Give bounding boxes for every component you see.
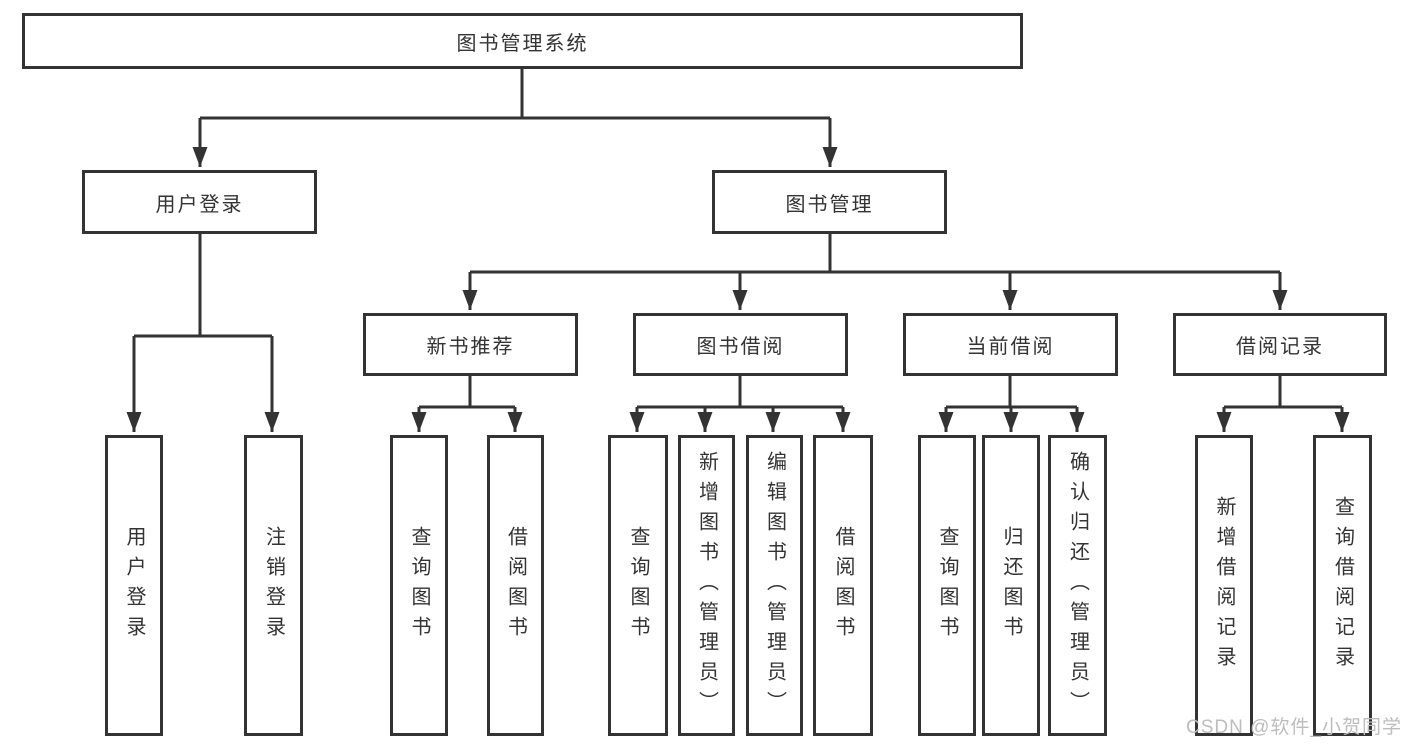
node-new-book-recommendation-label: 新书推荐	[426, 336, 515, 358]
leaf-confirm-return-admin: 确认归还（管理员）	[1048, 435, 1107, 736]
node-book-borrowing: 图书借阅	[633, 313, 848, 376]
leaf-edit-books-admin-label: 编辑图书（管理员）	[763, 450, 786, 721]
leaf-borrow-books-1-label: 借阅图书	[504, 525, 527, 646]
leaf-edit-books-admin: 编辑图书（管理员）	[746, 435, 803, 736]
leaf-return-books: 归还图书	[982, 435, 1040, 736]
node-borrowing-records: 借阅记录	[1173, 313, 1387, 376]
leaf-user-login-label: 用户登录	[123, 525, 145, 646]
leaf-query-books-1-label: 查询图书	[408, 525, 430, 646]
leaf-borrow-books-2-label: 借阅图书	[832, 525, 854, 646]
leaf-logout: 注销登录	[244, 435, 303, 736]
leaf-query-borrow-record-label: 查询借阅记录	[1331, 495, 1354, 676]
node-user-login: 用户登录	[82, 170, 317, 234]
csdn-watermark: CSDN @软件_小贺同学	[1186, 717, 1402, 738]
leaf-add-borrow-record: 新增借阅记录	[1195, 435, 1253, 736]
node-library-system-label: 图书管理系统	[456, 32, 589, 55]
leaf-confirm-return-admin-label: 确认归还（管理员）	[1066, 450, 1089, 721]
leaf-add-books-admin-label: 新增图书（管理员）	[695, 450, 718, 721]
leaf-query-books-2-label: 查询图书	[627, 525, 649, 646]
leaf-query-books-2: 查询图书	[608, 435, 668, 736]
leaf-borrow-books-1: 借阅图书	[487, 435, 544, 736]
leaf-add-books-admin: 新增图书（管理员）	[678, 435, 735, 736]
node-book-management-label: 图书管理	[785, 193, 874, 216]
leaf-borrow-books-2: 借阅图书	[813, 435, 873, 736]
leaf-logout-label: 注销登录	[262, 525, 285, 646]
leaf-query-borrow-record: 查询借阅记录	[1313, 435, 1372, 736]
node-book-management: 图书管理	[712, 170, 947, 234]
leaf-query-books-3: 查询图书	[918, 435, 976, 736]
leaf-user-login: 用户登录	[105, 435, 163, 736]
node-library-system: 图书管理系统	[22, 13, 1023, 69]
node-new-book-recommendation: 新书推荐	[363, 313, 578, 376]
node-current-borrowing-label: 当前借阅	[966, 336, 1055, 358]
leaf-add-borrow-record-label: 新增借阅记录	[1213, 495, 1235, 676]
node-current-borrowing: 当前借阅	[903, 313, 1118, 376]
node-borrowing-records-label: 借阅记录	[1236, 336, 1324, 358]
leaf-query-books-3-label: 查询图书	[936, 525, 958, 646]
node-user-login-label: 用户登录	[155, 193, 244, 216]
leaf-query-books-1: 查询图书	[390, 435, 448, 736]
node-book-borrowing-label: 图书借阅	[696, 336, 785, 358]
leaf-return-books-label: 归还图书	[1000, 525, 1022, 646]
